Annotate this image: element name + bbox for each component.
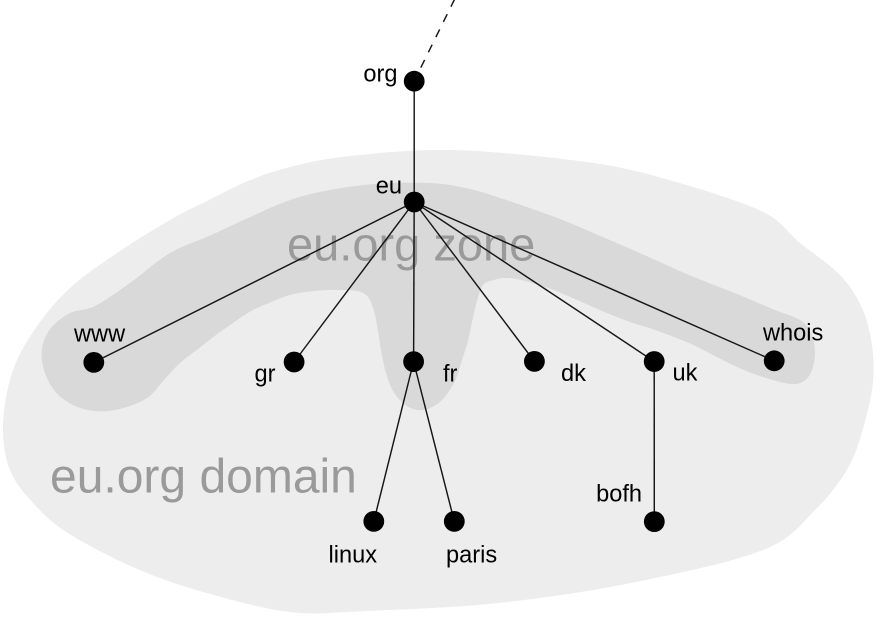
svg-text:fr: fr (443, 362, 458, 388)
svg-text:bofh: bofh (596, 482, 642, 508)
svg-text:linux: linux (329, 542, 378, 568)
svg-text:whois: whois (762, 321, 823, 347)
svg-text:gr: gr (255, 361, 276, 387)
svg-text:org: org (363, 62, 397, 88)
svg-text:eu.org domain: eu.org domain (50, 450, 357, 503)
svg-text:paris: paris (446, 542, 497, 568)
svg-text:eu: eu (376, 174, 402, 200)
svg-text:eu.org zone: eu.org zone (287, 218, 535, 271)
svg-text:www: www (73, 321, 126, 347)
svg-text:dk: dk (561, 361, 586, 387)
svg-text:uk: uk (673, 360, 698, 386)
